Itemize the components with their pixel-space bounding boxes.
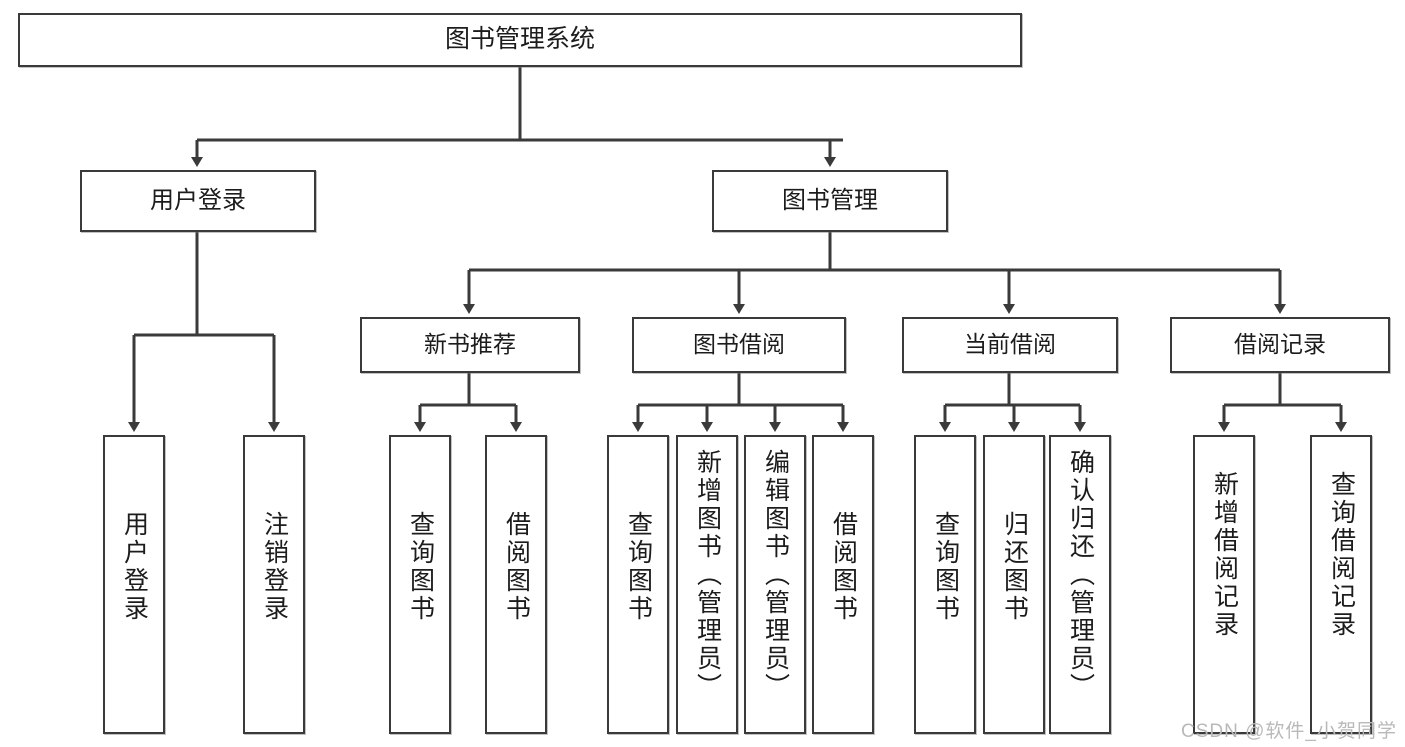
leaf-query-book-borrow[interactable]: 查询图书 — [607, 435, 669, 734]
node-label: 新增借阅记录 — [1210, 471, 1239, 639]
leaf-borrow-book-recommend[interactable]: 借阅图书 — [485, 435, 547, 734]
node-user-login[interactable]: 用户登录 — [80, 170, 316, 232]
node-label: 用户登录 — [150, 186, 246, 214]
node-label: 查询借阅记录 — [1327, 471, 1356, 639]
leaf-add-book-admin[interactable]: 新增图书（管理员） — [676, 435, 738, 734]
node-label: 注销登录 — [260, 511, 289, 623]
leaf-query-book-current[interactable]: 查询图书 — [914, 435, 976, 734]
node-new-book-recommend[interactable]: 新书推荐 — [360, 317, 580, 373]
node-borrow-record[interactable]: 借阅记录 — [1170, 317, 1390, 373]
leaf-borrow-book[interactable]: 借阅图书 — [812, 435, 874, 734]
node-root-system[interactable]: 图书管理系统 — [18, 13, 1022, 67]
node-label: 图书借阅 — [693, 331, 785, 358]
leaf-return-book[interactable]: 归还图书 — [983, 435, 1045, 734]
node-label: 图书管理 — [782, 186, 878, 214]
leaf-confirm-return-admin[interactable]: 确认归还（管理员） — [1049, 435, 1111, 734]
node-label: 当前借阅 — [964, 331, 1056, 358]
node-label: 借阅记录 — [1234, 331, 1326, 358]
node-label: 确认归还（管理员） — [1066, 449, 1095, 701]
node-book-management[interactable]: 图书管理 — [712, 170, 948, 232]
node-label: 用户登录 — [120, 511, 149, 623]
node-label: 新书推荐 — [424, 331, 516, 358]
node-label: 归还图书 — [1000, 511, 1029, 623]
leaf-add-borrow-record[interactable]: 新增借阅记录 — [1193, 435, 1255, 734]
leaf-edit-book-admin[interactable]: 编辑图书（管理员） — [744, 435, 806, 734]
watermark: CSDN @软件_小贺同学 — [1181, 721, 1397, 742]
node-book-borrow[interactable]: 图书借阅 — [632, 317, 846, 373]
node-label: 查询图书 — [624, 511, 653, 623]
leaf-query-borrow-record[interactable]: 查询借阅记录 — [1310, 435, 1372, 734]
node-label: 编辑图书（管理员） — [761, 449, 790, 701]
node-label: 查询图书 — [406, 511, 435, 623]
node-current-borrow[interactable]: 当前借阅 — [902, 317, 1118, 373]
node-label: 新增图书（管理员） — [693, 449, 722, 701]
node-label: 借阅图书 — [829, 511, 858, 623]
leaf-logout[interactable]: 注销登录 — [243, 435, 305, 734]
node-label: 查询图书 — [931, 511, 960, 623]
leaf-query-book-recommend[interactable]: 查询图书 — [389, 435, 451, 734]
node-label: 图书管理系统 — [444, 25, 595, 54]
leaf-user-login[interactable]: 用户登录 — [103, 435, 165, 734]
node-label: 借阅图书 — [502, 511, 531, 623]
